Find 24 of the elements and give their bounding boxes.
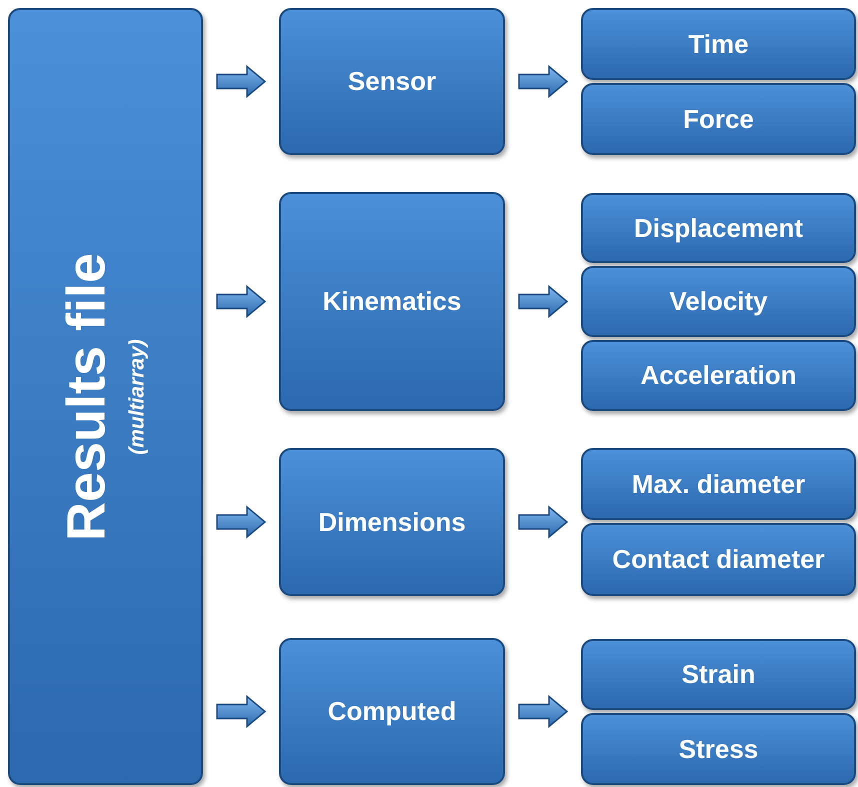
block-arrow	[518, 284, 568, 318]
block-arrow	[216, 505, 266, 539]
block-arrow	[216, 284, 266, 318]
results-panel	[8, 8, 203, 785]
panel-title: Results file	[58, 252, 113, 541]
output-box: Force	[581, 83, 856, 155]
output-box: Acceleration	[581, 340, 856, 411]
block-arrow	[518, 694, 568, 728]
output-box: Max. diameter	[581, 448, 856, 520]
output-box: Time	[581, 8, 856, 80]
output-box: Displacement	[581, 193, 856, 263]
category-box: Dimensions	[279, 448, 505, 596]
output-box: Strain	[581, 639, 856, 710]
output-box: Contact diameter	[581, 523, 856, 596]
block-arrow	[518, 505, 568, 539]
block-arrow	[216, 64, 266, 98]
category-box: Sensor	[279, 8, 505, 155]
category-box: Computed	[279, 638, 505, 785]
block-arrow	[518, 64, 568, 98]
output-box: Stress	[581, 713, 856, 785]
panel-subtitle: (multiarray)	[124, 338, 149, 454]
block-arrow	[216, 694, 266, 728]
output-box: Velocity	[581, 266, 856, 337]
category-box: Kinematics	[279, 192, 505, 411]
